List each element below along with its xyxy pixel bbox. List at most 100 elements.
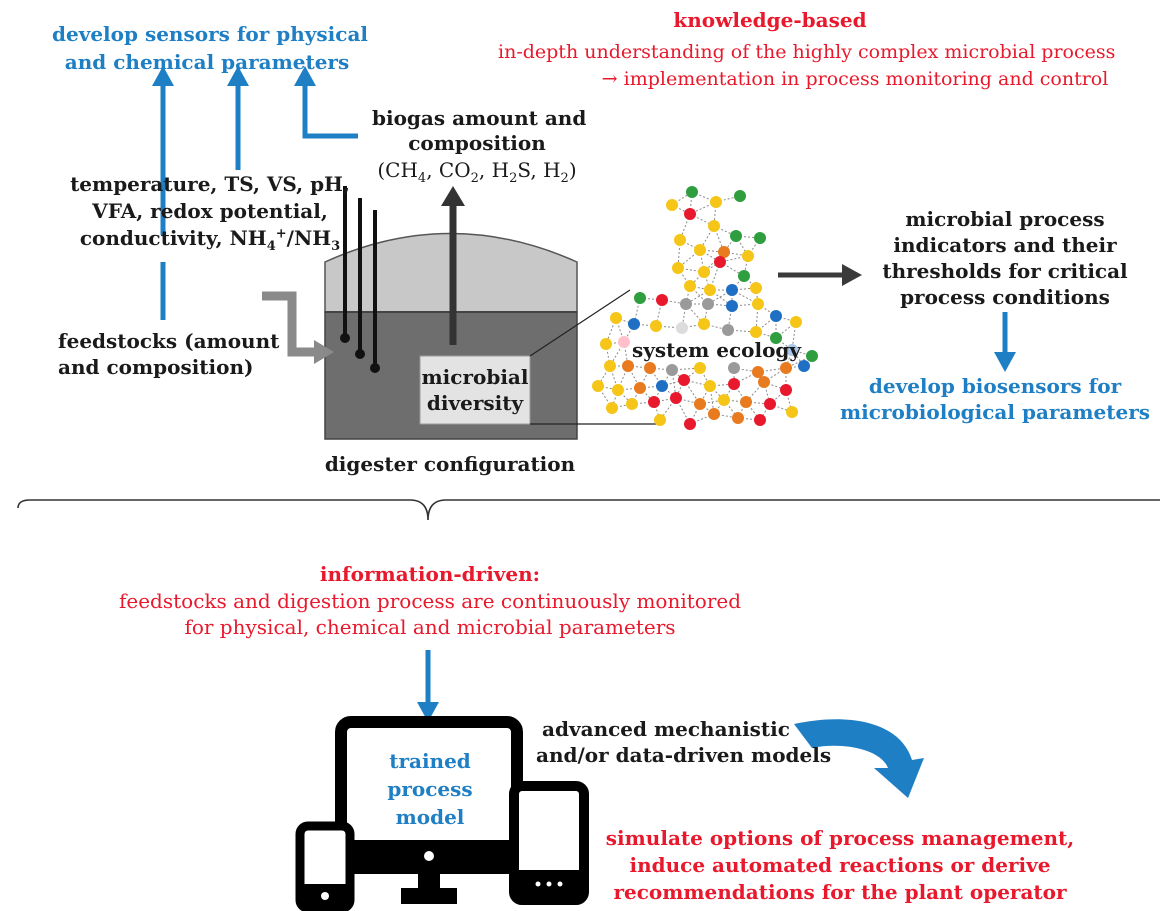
network-node [622, 360, 634, 372]
microbial-diversity-line2: diversity [426, 391, 524, 415]
network-node [672, 262, 684, 274]
parameters-line2: VFA, redox potential, [92, 199, 328, 223]
network-node [770, 310, 782, 322]
network-node [714, 256, 726, 268]
knowledge-title: knowledge-based [673, 8, 867, 32]
network-to-indicators-arrow [778, 264, 862, 286]
network-node [592, 380, 604, 392]
network-node [708, 408, 720, 420]
network-node [600, 338, 612, 350]
gas-output-arrow [441, 186, 465, 345]
network-node [704, 380, 716, 392]
network-node [656, 380, 668, 392]
network-node [742, 250, 754, 262]
network-node [650, 320, 662, 332]
network-node [732, 412, 744, 424]
network-node [806, 350, 818, 362]
network-node [726, 300, 738, 312]
network-node [710, 196, 722, 208]
feedstocks-line1: feedstocks (amount [58, 329, 280, 353]
network-node [754, 232, 766, 244]
network-node [786, 344, 798, 356]
network-node [764, 398, 776, 410]
simulate-line1: simulate options of process management, [605, 826, 1075, 850]
network-node [656, 294, 668, 306]
trained-line2: process [387, 777, 473, 801]
network-node [752, 366, 764, 378]
sensors-line1: develop sensors for physical [52, 22, 369, 46]
system-ecology-label: system ecology [632, 338, 802, 362]
biosensors-line1: develop biosensors for [868, 374, 1122, 398]
network-node [786, 406, 798, 418]
info-line2: for physical, chemical and microbial par… [184, 615, 676, 639]
info-line1: feedstocks and digestion process are con… [118, 589, 742, 613]
network-node [728, 378, 740, 390]
probes [340, 186, 380, 373]
network-node [618, 336, 630, 348]
indicators-line2: indicators and their [893, 233, 1117, 257]
network-node [758, 376, 770, 388]
simulate-line2: induce automated reactions or derive [629, 853, 1051, 877]
network-node [606, 402, 618, 414]
network-node [730, 230, 742, 242]
microbial-network [592, 186, 818, 430]
knowledge-line1: in-depth understanding of the highly com… [498, 41, 1116, 63]
parameters-line1: temperature, TS, VS, pH, [70, 172, 350, 196]
network-node [634, 292, 646, 304]
network-node [648, 396, 660, 408]
network-node [628, 318, 640, 330]
tablet-device [509, 781, 589, 905]
network-node [718, 394, 730, 406]
monitor-device [335, 716, 523, 904]
knowledge-line2: → implementation in process monitoring a… [601, 68, 1109, 90]
network-node [752, 298, 764, 310]
network-node [740, 396, 752, 408]
network-node [718, 246, 730, 258]
biogas-gases: (CH4, CO2, H2S, H2) [377, 158, 577, 186]
network-node [684, 418, 696, 430]
network-node [694, 244, 706, 256]
parameters-line3: conductivity, NH4+/NH3 [79, 226, 341, 254]
network-node [670, 392, 682, 404]
sensor-arrows [152, 66, 358, 320]
network-node [674, 234, 686, 246]
network-node [780, 384, 792, 396]
network-node [634, 382, 646, 394]
curved-arrow [794, 719, 924, 798]
network-node [728, 362, 740, 374]
network-node [694, 362, 706, 374]
simulate-line3: recommendations for the plant operator [613, 880, 1067, 904]
trained-line1: trained [389, 749, 471, 773]
network-node [708, 220, 720, 232]
network-node [770, 332, 782, 344]
digester-caption: digester configuration [324, 452, 576, 476]
digester-tank [324, 232, 578, 440]
network-node [694, 398, 706, 410]
network-node [684, 280, 696, 292]
network-node [734, 190, 746, 202]
feed-arrow [262, 291, 334, 364]
phone-device [295, 821, 355, 911]
network-node [738, 270, 750, 282]
network-node [702, 298, 714, 310]
curly-brace [17, 499, 1160, 521]
network-node [676, 322, 688, 334]
network-node [654, 414, 666, 426]
network-node [686, 186, 698, 198]
network-node [666, 199, 678, 211]
network-node [750, 326, 762, 338]
indicators-to-biosensors-arrow [994, 312, 1016, 372]
network-node [684, 208, 696, 220]
indicators-line4: process conditions [900, 285, 1110, 309]
network-node [666, 364, 678, 376]
microbial-diversity-line1: microbial [421, 365, 529, 389]
network-node [722, 324, 734, 336]
biosensors-line2: microbiological parameters [840, 400, 1151, 424]
indicators-line1: microbial process [905, 207, 1105, 231]
sensors-line2: and chemical parameters [64, 50, 350, 74]
network-node [780, 362, 792, 374]
network-node [790, 316, 802, 328]
indicators-line3: thresholds for critical [882, 259, 1128, 283]
